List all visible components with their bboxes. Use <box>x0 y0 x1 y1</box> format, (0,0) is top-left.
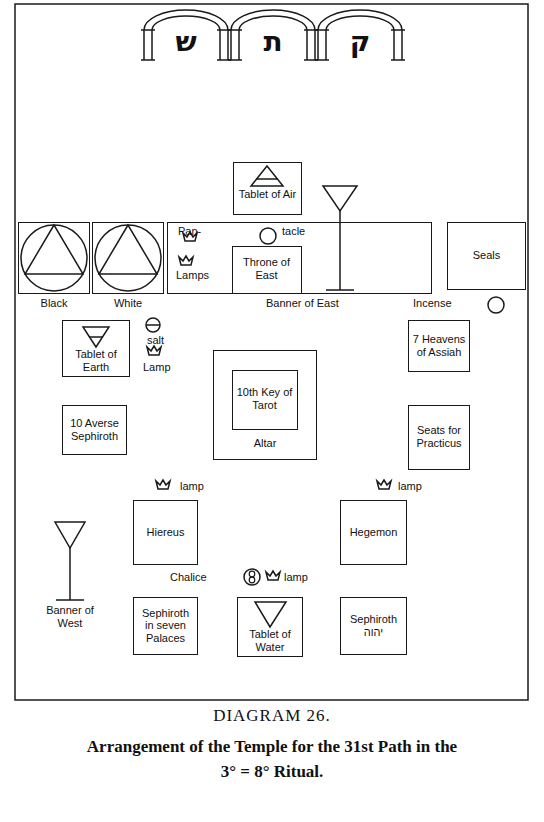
lamp-symbol <box>156 480 170 489</box>
averse-sephiroth-box: 10 Averse Sephiroth <box>62 405 127 455</box>
pillar-triangle <box>99 225 157 274</box>
chalice-symbol <box>249 577 255 583</box>
node-text: Black <box>7 297 101 310</box>
node-text: Hegemon <box>344 526 403 539</box>
hebrew-letter: ת <box>263 28 282 56</box>
earth-symbol <box>89 336 103 338</box>
white-pillar: White <box>92 222 164 294</box>
hebrew-letter: ש <box>175 28 196 56</box>
lamp-symbol <box>147 346 161 355</box>
node-text: tacle <box>282 225 305 238</box>
sephiroth-box: Sephiroth in seven Palaces <box>133 597 198 655</box>
lamp-symbol <box>179 256 193 265</box>
hebrew-letter: ק <box>350 28 371 56</box>
node-text: Pan- <box>178 225 201 238</box>
air-tablet: Tablet of Air <box>233 162 302 215</box>
diagram-caption: Arrangement of the Temple for the 31st P… <box>82 735 462 784</box>
tarot-key-box: 10th Key of Tarot <box>232 370 298 430</box>
seats-box: Seats for Practicus <box>408 405 470 470</box>
lamp-symbol <box>377 480 391 489</box>
incense-label: Incense <box>413 297 452 310</box>
salt-symbol <box>146 318 160 332</box>
air-symbol <box>256 178 278 180</box>
officer-station: Hegemon <box>340 500 407 565</box>
temple-frame <box>15 4 528 700</box>
incense-symbol <box>488 297 504 313</box>
lamp-label: lamp <box>284 571 308 584</box>
node-text: Sephiroth in seven Palaces <box>137 607 194 645</box>
black-pillar: Black <box>18 222 90 294</box>
chalice-symbol <box>249 571 255 577</box>
node-text: Hiereus <box>137 526 194 539</box>
banner-label: Banner of East <box>266 297 339 310</box>
node-text: Throne of East <box>236 256 298 281</box>
pillar-circle <box>21 225 87 291</box>
lamp-label: lamp <box>180 480 204 493</box>
lamp-symbol <box>266 571 280 580</box>
officer-station: Hiereus <box>133 500 198 565</box>
pillar-triangle <box>25 225 83 274</box>
node-text: White <box>81 297 175 310</box>
node-text: Tablet of Water <box>241 628 299 653</box>
pillar-circle <box>95 225 161 291</box>
air-symbol <box>251 166 283 186</box>
earth-symbol <box>83 327 109 347</box>
lamp-label: Lamp <box>143 361 171 374</box>
node-text: Tablet of Earth <box>66 348 126 373</box>
arch <box>231 10 315 60</box>
node-text: Sephiroth יהוה <box>344 613 403 638</box>
lamp-label: Lamps <box>176 269 209 282</box>
pantacle-symbol <box>260 228 276 244</box>
arch <box>144 10 228 60</box>
arch <box>326 16 394 60</box>
altar-box: Altar 10th Key of Tarot <box>213 350 317 460</box>
node-text: 10th Key of Tarot <box>236 386 294 411</box>
arch <box>152 16 220 60</box>
salt-symbol <box>146 324 160 326</box>
arch <box>318 10 402 60</box>
arch <box>239 16 307 60</box>
node-text: Seals <box>451 249 522 262</box>
seals-box: Seals <box>447 222 526 290</box>
throne-box: Throne of East <box>232 246 302 294</box>
node-text: Altar <box>217 437 313 450</box>
dais-box: Pan-tacleThrone of East <box>167 222 432 294</box>
node-text: Seats for Practicus <box>412 424 466 449</box>
node-text: 7 Heavens of Assiah <box>412 333 466 358</box>
earth-tablet: Tablet of Earth <box>62 320 130 377</box>
diagram-title: DIAGRAM 26. <box>0 706 544 726</box>
chalice-symbol <box>244 569 260 585</box>
banner-symbol <box>323 186 357 211</box>
banner-symbol <box>55 522 85 548</box>
banner-pole <box>56 548 84 600</box>
heavens-box: 7 Heavens of Assiah <box>408 320 470 372</box>
lamp-label: lamp <box>398 480 422 493</box>
node-text: Tablet of Air <box>237 188 298 201</box>
water-symbol <box>255 602 286 627</box>
chalice-label: Chalice <box>170 571 207 584</box>
salt-label: salt <box>147 334 164 347</box>
sephiroth-box: Sephiroth יהוה <box>340 597 407 655</box>
water-tablet: Tablet of Water <box>237 597 303 657</box>
node-text: 10 Averse Sephiroth <box>66 417 123 442</box>
banner-label: Banner of West <box>42 604 98 629</box>
